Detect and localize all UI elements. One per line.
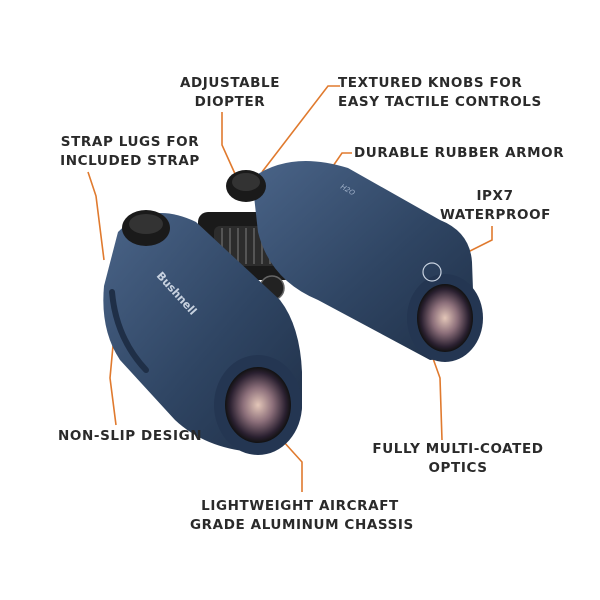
callout-line: LIGHTWEIGHT AIRCRAFT [201, 498, 399, 514]
leader-strap [87, 171, 105, 261]
callout-line: DURABLE RUBBER ARMOR [354, 145, 565, 161]
callout-strap-lugs: STRAP LUGS FOR INCLUDED STRAP [52, 133, 208, 171]
callout-textured-knobs: TEXTURED KNOBS FOR EASY TACTILE CONTROLS [338, 74, 542, 112]
callout-line: ADJUSTABLE [179, 75, 281, 91]
callout-non-slip: NON-SLIP DESIGN [58, 427, 202, 446]
right-badge [422, 262, 442, 282]
callout-aluminum-chassis: LIGHTWEIGHT AIRCRAFT GRADE ALUMINUM CHAS… [190, 497, 414, 535]
leader-diopter [221, 112, 237, 177]
callout-line: FULLY MULTI-COATED [372, 441, 544, 457]
callout-waterproof: IPX7 WATERPROOF [440, 187, 550, 225]
callout-line: OPTICS [428, 460, 488, 476]
leader-nonslip [109, 334, 117, 426]
callout-line: INCLUDED STRAP [60, 153, 200, 169]
callout-rubber-armor: DURABLE RUBBER ARMOR [354, 144, 564, 163]
callout-line: IPX7 [476, 188, 514, 204]
callout-line: GRADE ALUMINUM CHASSIS [190, 517, 414, 533]
right-barrel [226, 160, 483, 362]
callout-multi-coated-optics: FULLY MULTI-COATED OPTICS [368, 440, 548, 478]
left-lens [225, 367, 291, 443]
callout-line: NON-SLIP DESIGN [58, 428, 203, 444]
callout-line: WATERPROOF [440, 207, 551, 223]
callout-adjustable-diopter: ADJUSTABLE DIOPTER [160, 74, 300, 112]
right-lens [417, 284, 473, 352]
callout-line: EASY TACTILE CONTROLS [338, 94, 542, 110]
callout-line: STRAP LUGS FOR [60, 134, 200, 150]
left-barrel: Bushnell H2O [103, 183, 357, 455]
callout-line: TEXTURED KNOBS FOR [338, 75, 523, 91]
leader-knobs [261, 85, 340, 173]
callout-line: DIOPTER [194, 94, 266, 110]
